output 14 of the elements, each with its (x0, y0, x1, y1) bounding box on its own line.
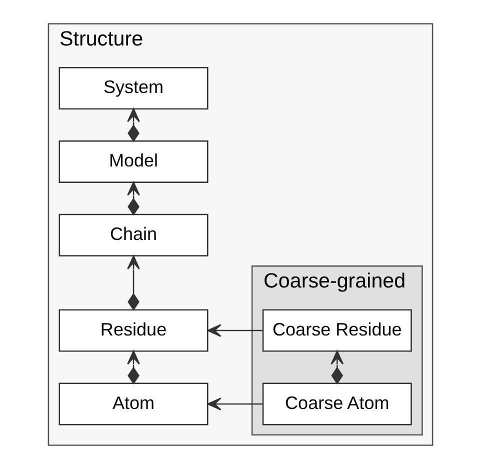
arrow (207, 398, 263, 410)
arrow (127, 350, 140, 384)
node-box: Model (58, 140, 208, 183)
node-box: Residue (58, 309, 208, 352)
arrow (127, 108, 140, 142)
arrow (207, 324, 263, 337)
node-box: System (58, 66, 208, 110)
node-box: Coarse Residue (262, 309, 412, 352)
arrow (127, 255, 140, 311)
node-box: Chain (58, 214, 208, 256)
arrow (127, 182, 140, 216)
node-box: Atom (58, 382, 208, 426)
arrow (330, 350, 344, 384)
node-box: Coarse Atom (262, 382, 412, 426)
